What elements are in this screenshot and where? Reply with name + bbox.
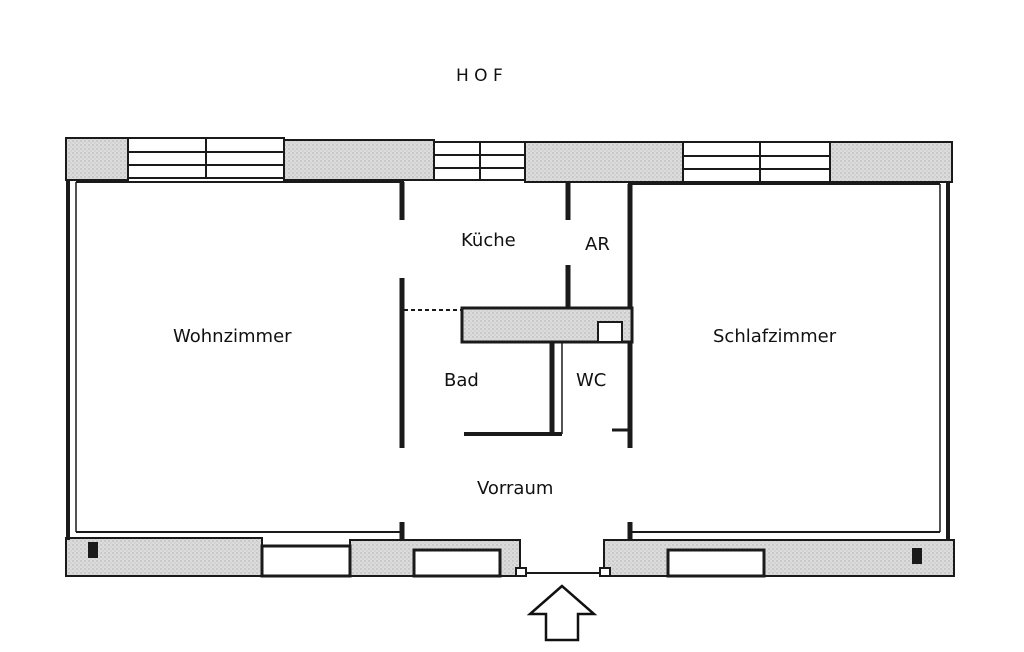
- top-window-left: [127, 137, 285, 179]
- room-label-bad: Bad: [444, 370, 479, 391]
- bottom-windows: [260, 544, 766, 578]
- bottom-exterior-wall: [65, 537, 955, 577]
- top-window-middle: [433, 141, 526, 181]
- room-label-schlafzimmer: Schlafzimmer: [713, 326, 837, 347]
- entrance-arrow-icon: [526, 584, 598, 642]
- top-window-right: [682, 141, 831, 183]
- shaft: [597, 321, 623, 343]
- courtyard-label: H O F: [456, 66, 503, 86]
- room-label-ar: AR: [585, 234, 610, 255]
- outer-walls: [66, 180, 950, 540]
- room-label-wohnzimmer: Wohnzimmer: [173, 326, 292, 347]
- room-label-wc: WC: [576, 370, 607, 391]
- entrance-door: [515, 567, 611, 577]
- room-label-vorraum: Vorraum: [477, 478, 554, 499]
- room-label-kueche: Küche: [461, 230, 516, 251]
- top-exterior-wall: [65, 137, 953, 183]
